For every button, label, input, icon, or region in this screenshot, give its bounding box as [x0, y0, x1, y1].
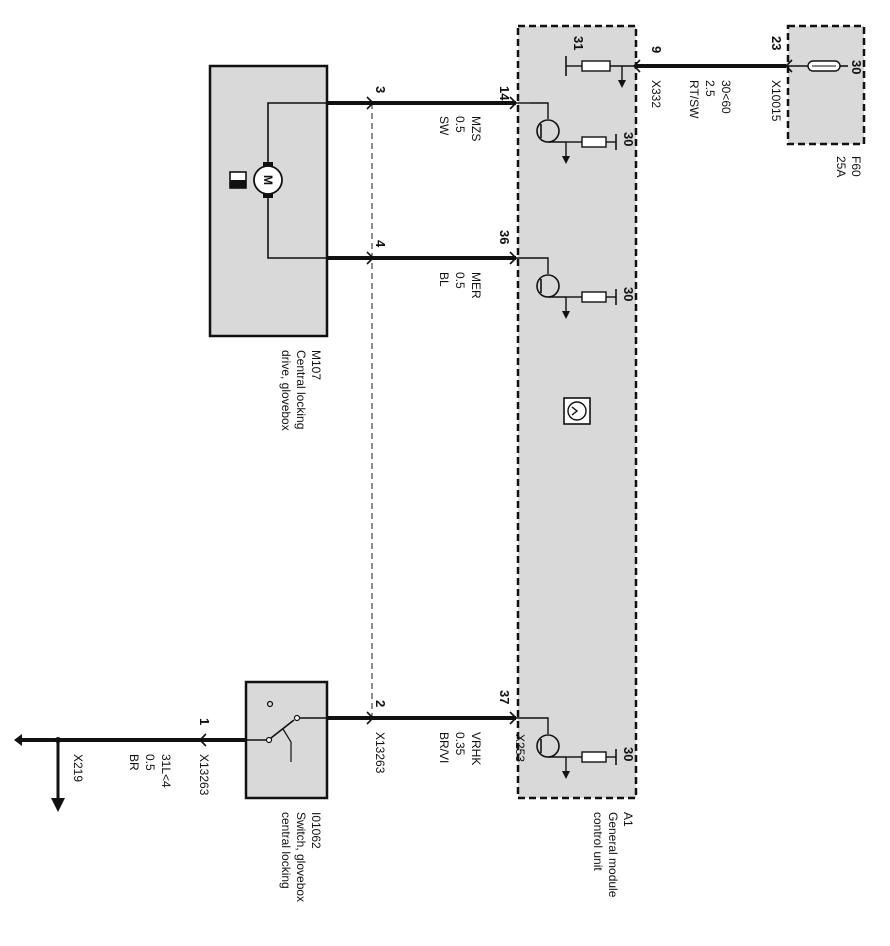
switch-indicator-icon [266, 700, 274, 708]
motor-brush-bottom [263, 193, 273, 198]
module-supply-label: 30 [621, 132, 636, 146]
motor-mechanism-fill [230, 180, 246, 188]
wire-name-label: MER [469, 272, 483, 299]
connector-label: X13263 [373, 732, 387, 774]
motor-lead-bottom [267, 196, 327, 259]
pin-label: 3 [373, 86, 388, 93]
connector-label: X10015 [769, 80, 783, 122]
motor-brush-top [263, 162, 273, 167]
wire-size-label: 0.5 [453, 116, 467, 133]
pin-label: 2 [373, 700, 388, 707]
connector-chevron [366, 96, 375, 110]
switch-blade-icon [270, 719, 295, 739]
pin-label: 1 [197, 718, 212, 725]
wire-color-label: BL [437, 272, 451, 287]
fuse-rating-label: 25A [834, 156, 848, 177]
transistor-vrhk [516, 717, 617, 779]
wire-name-label: 30<60 [719, 80, 733, 114]
module-desc-line1: General module [606, 812, 620, 898]
connector-label: X332 [649, 80, 663, 108]
fuse-box [786, 24, 866, 146]
transistor-mzs [516, 102, 617, 164]
ground-connector-label: X219 [71, 754, 85, 782]
connector-chevron [366, 711, 375, 725]
wire-color-label: BR [127, 754, 141, 771]
wire-size-label: 0.35 [453, 732, 467, 756]
connector-chevron [366, 251, 375, 265]
motor-lead-top [267, 102, 327, 164]
motor-id-label: M107 [309, 350, 323, 380]
pin-label: 36 [497, 230, 512, 244]
pin-label: 4 [373, 240, 388, 248]
module-ground-pin-label: 31 [571, 36, 586, 50]
connector-label: X13263 [197, 754, 211, 796]
wire-size-label: 2.5 [703, 80, 717, 97]
switch-desc-line2: central locking [279, 812, 293, 889]
ground-arrow-icon [51, 798, 65, 812]
wire-color-label: BR/VI [437, 732, 451, 763]
transistor-mer [516, 257, 617, 319]
connector-chevron [198, 733, 207, 747]
module-desc-line2: control unit [591, 812, 605, 871]
switch-desc-line1: Switch, glovebox [294, 812, 308, 902]
pin-label: 14 [497, 86, 512, 101]
connector-label: X253 [513, 734, 527, 762]
module-supply-circuit [565, 56, 636, 88]
motor-desc-line1: Central locking [294, 350, 308, 429]
fuse-pin-label: 30 [849, 60, 864, 74]
wire-color-label: RT/SW [687, 80, 701, 119]
motor-symbol: M [261, 175, 275, 185]
wire-size-label: 0.5 [143, 754, 157, 771]
fuse-icon [786, 60, 848, 72]
wire-continue-arrow-icon [14, 734, 22, 746]
module-supply-label: 30 [621, 287, 636, 301]
control-unit-symbol-icon [563, 397, 591, 425]
wire-color-label: SW [437, 116, 451, 136]
switch-id-label: I01062 [309, 812, 323, 849]
pin-label: 9 [649, 46, 664, 53]
fuse-id-label: F60 [849, 156, 863, 177]
module-supply-label: 30 [621, 747, 636, 761]
motor-desc-line2: drive, glovebox [279, 350, 293, 431]
switch-contact [265, 736, 273, 744]
wire-name-label: 31L<4 [159, 754, 173, 788]
wire-name-label: MZS [469, 116, 483, 141]
pin-label: 23 [769, 36, 784, 50]
pin-label: 37 [497, 690, 512, 704]
motor-icon [253, 165, 283, 195]
switch-contact [293, 714, 301, 722]
wire-size-label: 0.5 [453, 272, 467, 289]
splice-dot [55, 737, 61, 743]
module-id-label: A1 [621, 812, 635, 827]
switch-actuator [282, 728, 292, 762]
wire-name-label: VRHK [469, 732, 483, 765]
